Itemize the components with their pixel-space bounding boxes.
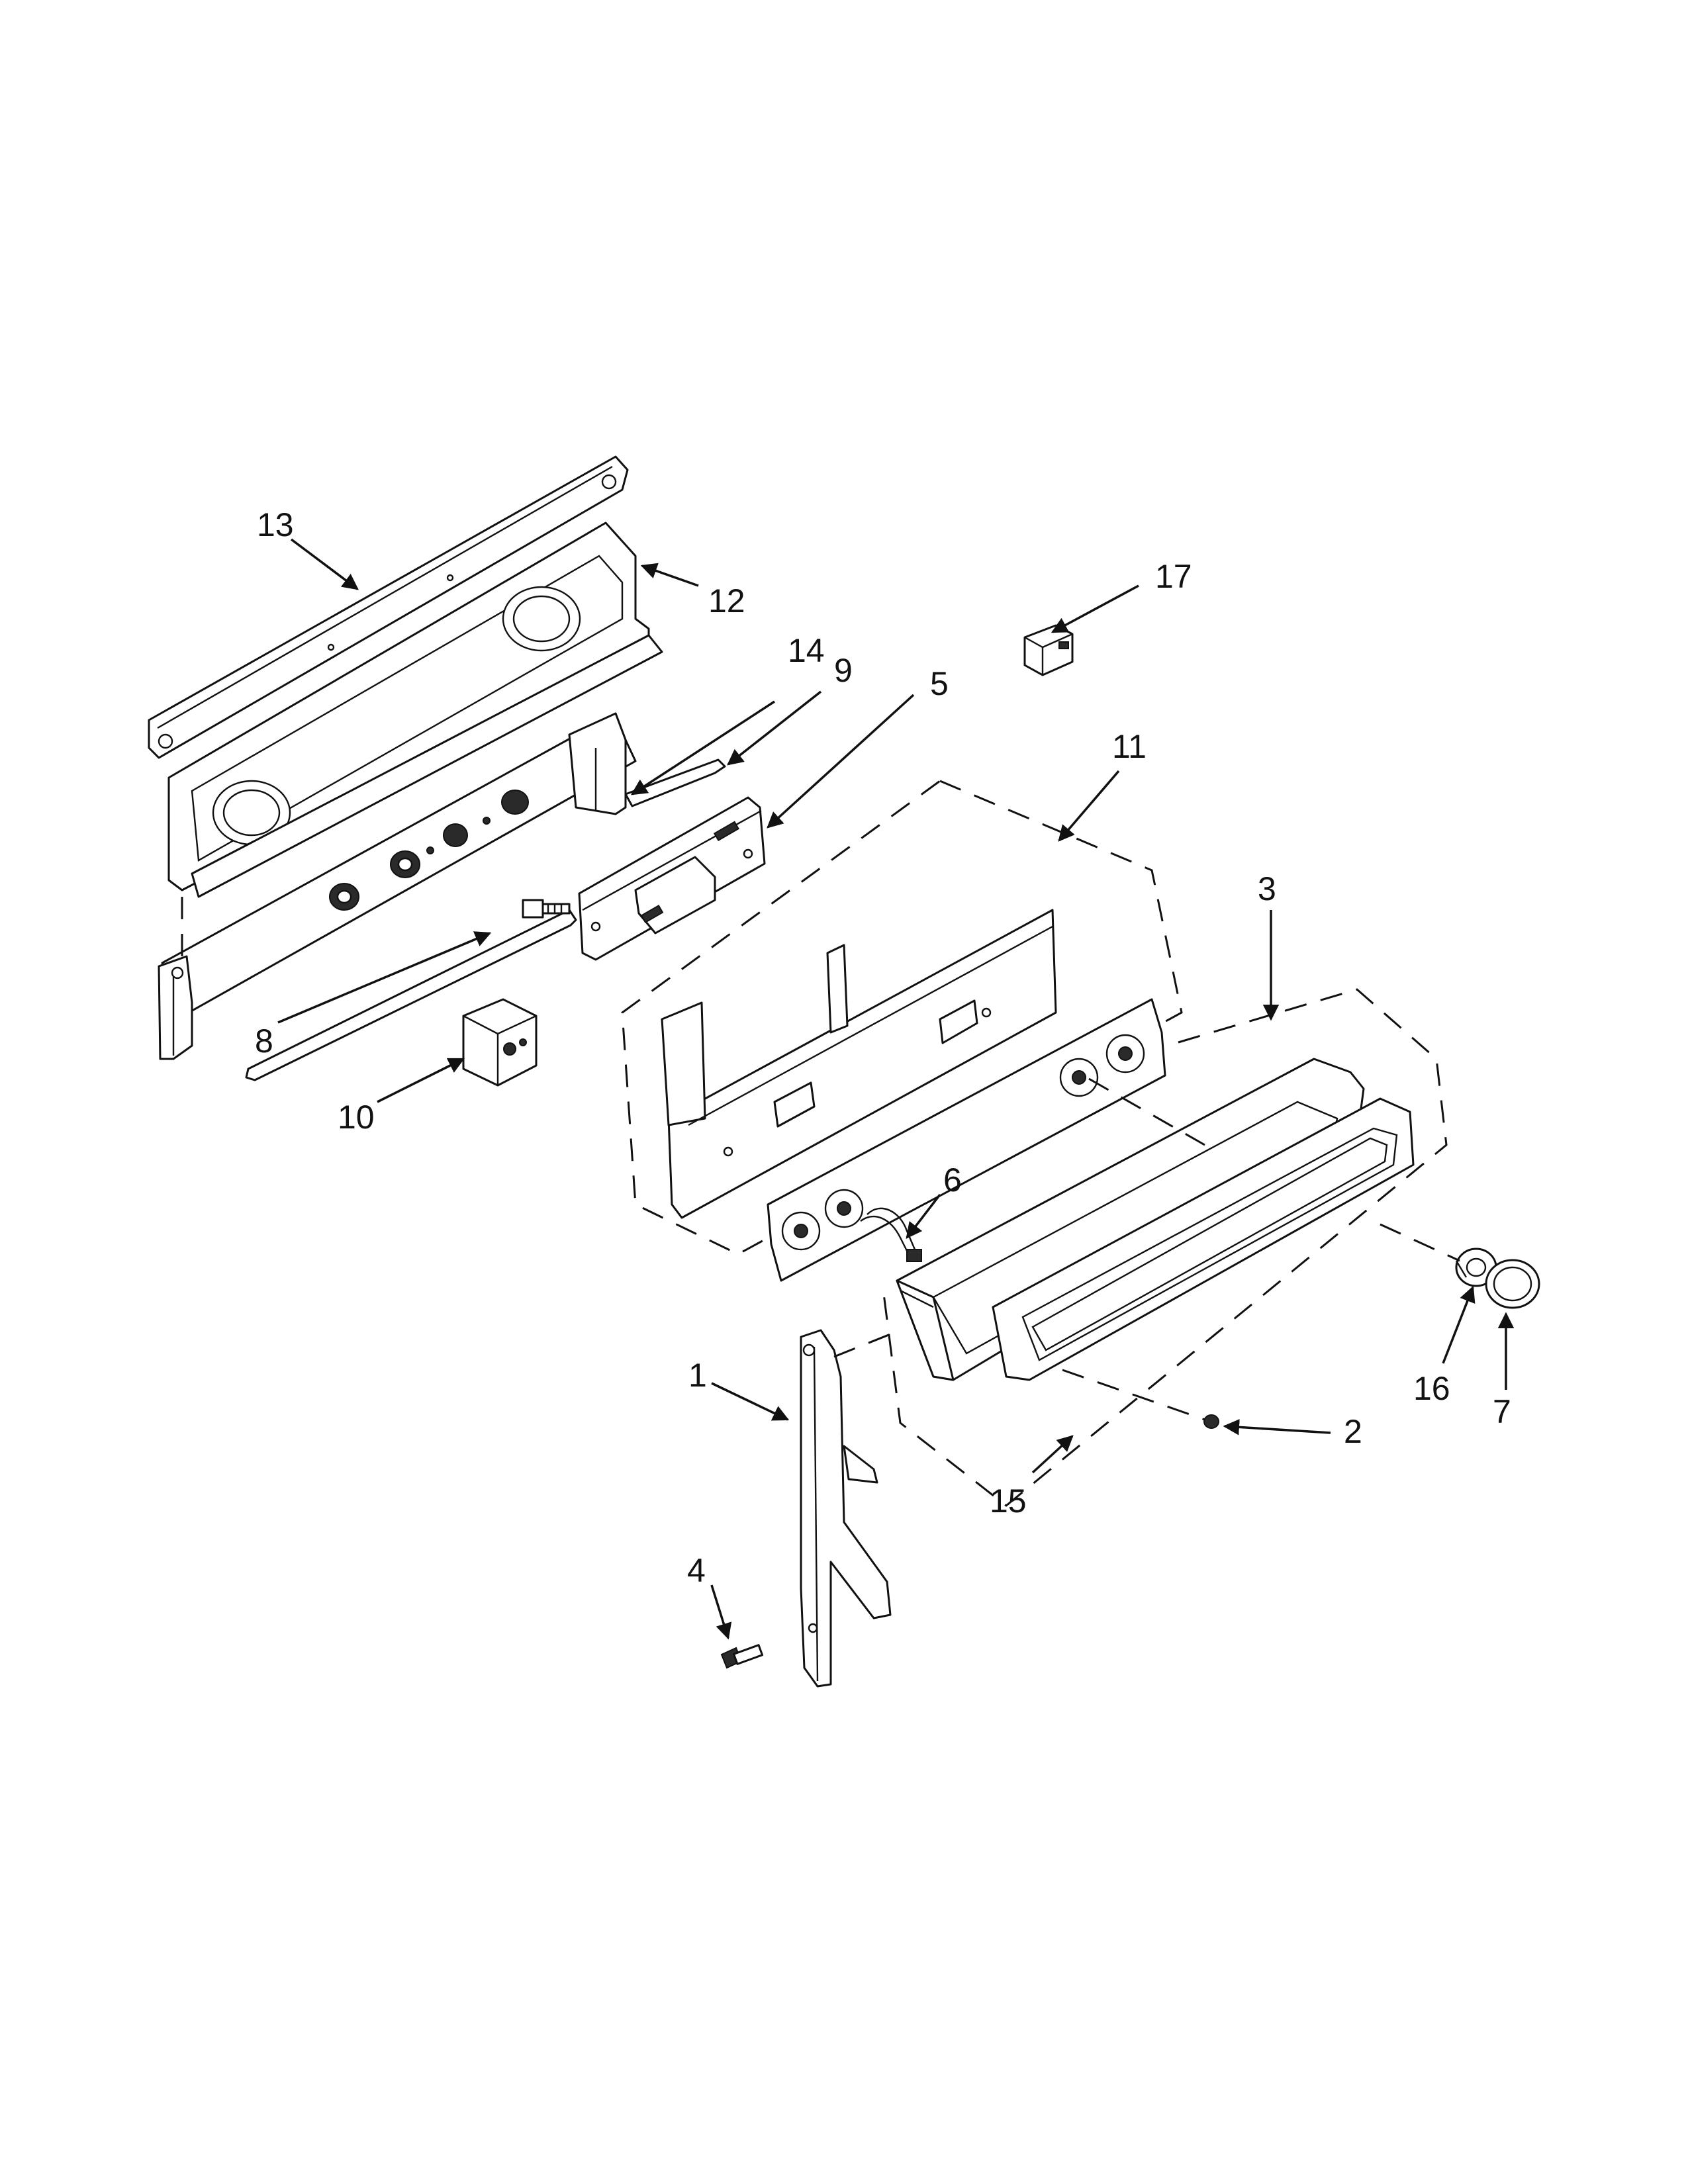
part-11-console-frame bbox=[661, 909, 1057, 1219]
leader-17 bbox=[1051, 584, 1139, 633]
leader-10 bbox=[377, 1058, 465, 1103]
screw-icon bbox=[522, 899, 571, 919]
callout-5: 5 bbox=[930, 665, 949, 702]
part-1-end-cap bbox=[800, 1329, 892, 1688]
leader-4 bbox=[710, 1584, 732, 1640]
leader-2 bbox=[1223, 1419, 1331, 1435]
callout-8: 8 bbox=[255, 1023, 273, 1060]
part-2-screw bbox=[1203, 1414, 1219, 1429]
part-4-screw bbox=[720, 1644, 764, 1669]
callout-4: 4 bbox=[687, 1552, 706, 1589]
part-10-switch-block bbox=[462, 998, 538, 1087]
part-5-control-board bbox=[522, 796, 766, 961]
part-12-console-housing bbox=[167, 522, 663, 898]
part-15-lens-frame bbox=[992, 1097, 1415, 1381]
leader-6 bbox=[906, 1193, 941, 1239]
part-14-control-bracket bbox=[158, 712, 637, 1060]
leader-5 bbox=[767, 694, 915, 829]
part-9-strip bbox=[624, 758, 726, 807]
leader-15 bbox=[1031, 1435, 1074, 1474]
part-7-knob bbox=[1485, 1259, 1540, 1309]
callout-9: 9 bbox=[834, 652, 853, 689]
callout-labels: 13 12 17 14 9 5 11 3 8 10 6 1 2 16 7 15 … bbox=[255, 506, 1511, 1589]
callout-16: 16 bbox=[1413, 1370, 1450, 1407]
leader-8 bbox=[277, 931, 492, 1024]
callout-14: 14 bbox=[788, 632, 825, 669]
callout-6: 6 bbox=[943, 1161, 962, 1199]
leader-lines bbox=[277, 538, 1515, 1640]
callout-11: 11 bbox=[1112, 728, 1147, 765]
leader-14 bbox=[630, 700, 775, 796]
leader-13 bbox=[290, 538, 359, 590]
part-13-rear-panel bbox=[148, 455, 629, 759]
leader-9 bbox=[727, 690, 822, 766]
assembly-lines bbox=[833, 1077, 1460, 1421]
leader-16 bbox=[1442, 1285, 1476, 1364]
callout-7: 7 bbox=[1493, 1393, 1511, 1430]
callout-1: 1 bbox=[688, 1357, 707, 1394]
part-17-relay bbox=[1023, 624, 1074, 676]
part-11-group-outline bbox=[621, 780, 1183, 1255]
callout-12: 12 bbox=[708, 582, 745, 619]
callout-10: 10 bbox=[338, 1099, 375, 1136]
leader-12 bbox=[640, 563, 699, 587]
leader-11 bbox=[1058, 770, 1120, 842]
callout-13: 13 bbox=[257, 506, 294, 543]
callout-3: 3 bbox=[1258, 870, 1276, 907]
leader-1 bbox=[711, 1382, 790, 1421]
part-15-group-outline bbox=[882, 988, 1448, 1507]
callout-17: 17 bbox=[1155, 558, 1192, 595]
overlay-panel bbox=[767, 998, 1166, 1282]
callout-15: 15 bbox=[990, 1482, 1027, 1520]
callout-2: 2 bbox=[1344, 1413, 1362, 1450]
